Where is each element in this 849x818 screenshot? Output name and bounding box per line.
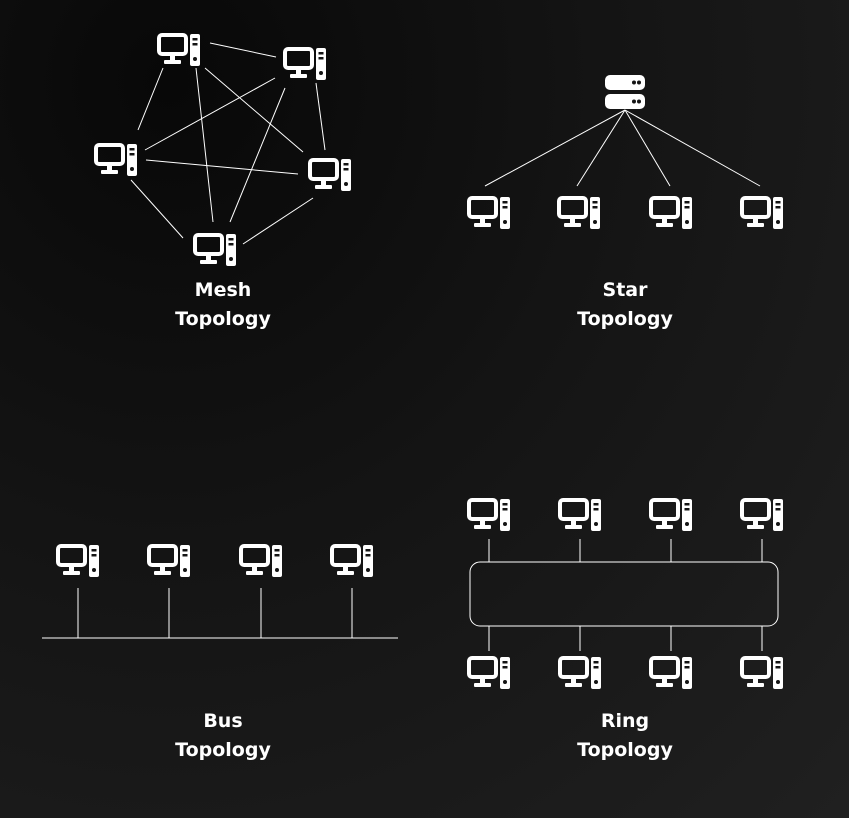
ring-topology-links [469,539,779,651]
mesh-label-line1: Mesh [194,279,252,301]
computer-icon [558,655,602,691]
mesh-link [144,77,276,151]
computer-icon [94,142,138,178]
mesh-link [209,42,277,58]
mesh-link [315,82,326,151]
computer-icon [740,655,784,691]
star-link [484,109,626,187]
ring-topology-label: Ring Topology [525,707,725,765]
computer-icon [283,46,327,82]
star-link [624,109,761,187]
computer-icon [308,157,352,193]
star-link [576,109,626,187]
computer-icon [649,497,693,533]
mesh-link [130,179,184,239]
mesh-link [137,67,164,131]
star-topology-label: Star Topology [525,276,725,334]
star-label-line1: Star [602,279,648,301]
star-topology-links [484,109,761,187]
bus-label-line1: Bus [203,710,243,732]
mesh-link [195,67,214,223]
computer-icon [649,655,693,691]
computer-icon [649,195,693,231]
computer-icon [147,543,191,579]
mesh-topology-nodes [94,32,352,268]
mesh-label-line2: Topology [175,308,271,330]
bus-label-line2: Topology [175,739,271,761]
mesh-link [242,197,314,245]
computer-icon [56,543,100,579]
mesh-topology-label: Mesh Topology [123,276,323,334]
computer-icon [193,232,237,268]
bus-topology-links [42,588,398,639]
mesh-link [204,67,304,153]
computer-icon [558,497,602,533]
computer-icon [467,497,511,533]
computer-icon [330,543,374,579]
bus-topology-nodes [56,543,374,579]
computer-icon [740,497,784,533]
computer-icon [467,195,511,231]
mesh-link [145,159,299,175]
star-label-line2: Topology [577,308,673,330]
mesh-link [229,87,286,223]
computer-icon [157,32,201,68]
ring-topology-nodes [467,497,784,691]
computer-icon [467,655,511,691]
server-icon [605,75,645,109]
ring-label-line2: Topology [577,739,673,761]
star-topology-nodes [467,75,784,231]
ring-loop [469,561,779,627]
bus-topology-label: Bus Topology [123,707,323,765]
computer-icon [740,195,784,231]
ring-label-line1: Ring [600,710,650,732]
star-link [624,109,671,187]
mesh-topology-links [130,42,326,245]
computer-icon [557,195,601,231]
computer-icon [239,543,283,579]
